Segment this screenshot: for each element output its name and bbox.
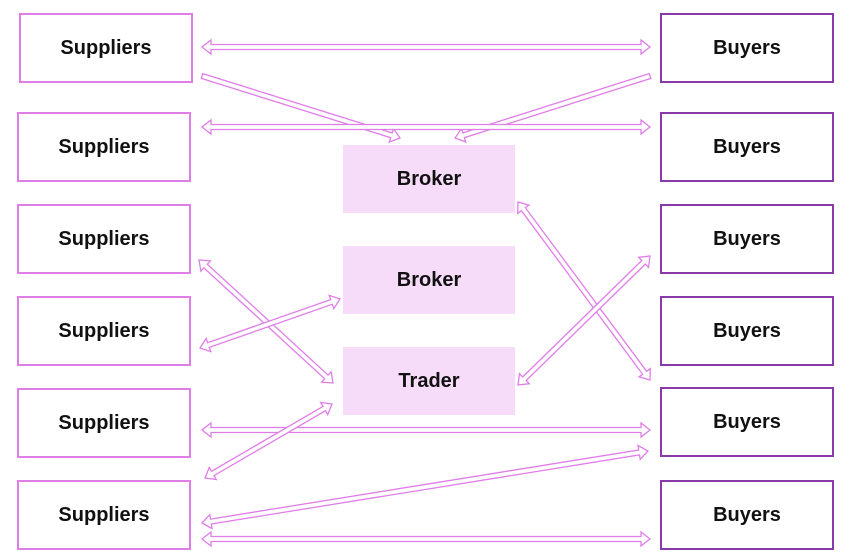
buyer-box-5: Buyers [660, 387, 834, 457]
trader-box: Trader [343, 347, 515, 415]
supplier-box-4: Suppliers [17, 296, 191, 366]
arrow-supplier6-buyer6 [200, 530, 652, 548]
supplier-label: Suppliers [58, 135, 150, 158]
buyer-label: Buyers [713, 410, 781, 433]
supplier-box-3: Suppliers [17, 204, 191, 274]
supplier-box-5: Suppliers [17, 388, 191, 458]
arrow-supplier6-trader [204, 401, 333, 481]
arrow-supplier1-buyer1 [200, 38, 652, 56]
broker-box-2: Broker [343, 246, 515, 314]
buyer-box-1: Buyers [660, 13, 834, 83]
supplier-box-2: Suppliers [17, 112, 191, 182]
buyer-box-6: Buyers [660, 480, 834, 550]
supplier-label: Suppliers [60, 36, 152, 59]
arrow-supplier4-broker2 [198, 294, 342, 353]
arrow-supplier2-buyer2 [200, 118, 652, 136]
broker-label: Broker [396, 167, 462, 190]
arrow-broker1-buyer5 [517, 201, 651, 381]
buyer-box-3: Buyers [660, 204, 834, 274]
broker-label: Broker [396, 268, 462, 291]
buyer-box-2: Buyers [660, 112, 834, 182]
buyer-label: Buyers [713, 503, 781, 526]
supplier-label: Suppliers [58, 411, 150, 434]
supplier-box-1: Suppliers [19, 13, 193, 83]
arrow-supplier6-buyer5 [200, 444, 650, 530]
supplier-label: Suppliers [58, 227, 150, 250]
arrow-buyer1-broker1 [453, 72, 652, 143]
supplier-label: Suppliers [58, 319, 150, 342]
buyer-label: Buyers [713, 319, 781, 342]
arrow-supplier5-buyer5 [200, 421, 652, 439]
arrow-trader-buyer3 [517, 255, 651, 386]
buyer-label: Buyers [713, 36, 781, 59]
buyer-label: Buyers [713, 227, 781, 250]
arrow-supplier1-broker1 [200, 72, 402, 144]
trader-label: Trader [398, 369, 460, 392]
arrow-supplier3-trader [198, 259, 334, 384]
broker-box-1: Broker [343, 145, 515, 213]
supplier-label: Suppliers [58, 503, 150, 526]
buyer-box-4: Buyers [660, 296, 834, 366]
supplier-box-6: Suppliers [17, 480, 191, 550]
buyer-label: Buyers [713, 135, 781, 158]
